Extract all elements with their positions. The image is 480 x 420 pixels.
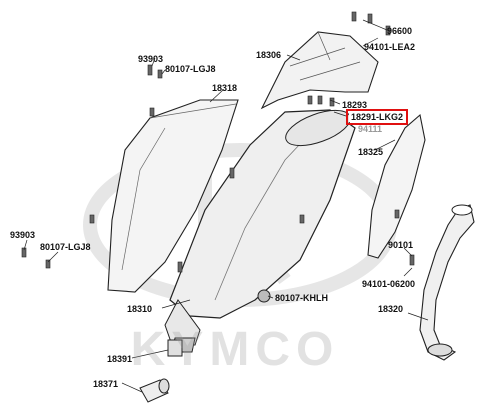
label-80107-lgj8-left[interactable]: 80107-LGJ8 (40, 242, 91, 252)
part-18325-right-heat-shield[interactable] (367, 113, 426, 259)
label-18318[interactable]: 18318 (212, 83, 238, 93)
label-18320[interactable]: 18320 (378, 304, 404, 314)
label-93903-top[interactable]: 93903 (138, 54, 164, 64)
label-18310[interactable]: 18310 (127, 304, 153, 314)
label-18291-lkg2-highlighted[interactable]: 18291-LKG2 (345, 109, 409, 125)
part-18371-sleeve[interactable] (139, 378, 170, 403)
kymco-watermark-text: KYMCO (130, 323, 340, 376)
part-18391-end-cap[interactable] (167, 339, 183, 357)
part-18318-left-heat-shield[interactable] (107, 99, 239, 293)
label-18306[interactable]: 18306 (256, 50, 282, 60)
part-18320-exhaust-pipe[interactable] (419, 204, 475, 361)
label-18293[interactable]: 18293 (342, 100, 368, 110)
label-18371[interactable]: 18371 (93, 379, 119, 389)
fasteners (21, 11, 415, 273)
label-80107-lgj8-top[interactable]: 80107-LGJ8 (165, 64, 216, 74)
part-80107-khlh-nut[interactable] (257, 289, 271, 303)
label-96600[interactable]: 96600 (387, 26, 413, 36)
label-94101-06200[interactable]: 94101-06200 (362, 279, 416, 289)
label-18391[interactable]: 18391 (107, 354, 133, 364)
label-90101[interactable]: 90101 (388, 240, 414, 250)
label-94111[interactable]: 94111 (358, 124, 383, 134)
label-80107-khlh[interactable]: 80107-KHLH (275, 293, 329, 303)
part-18306-top-heat-shield[interactable] (260, 31, 379, 110)
leader-lines (23, 19, 429, 393)
label-18325[interactable]: 18325 (358, 147, 384, 157)
label-93903-left[interactable]: 93903 (10, 230, 36, 240)
label-94101-lea2[interactable]: 94101-LEA2 (364, 42, 416, 52)
